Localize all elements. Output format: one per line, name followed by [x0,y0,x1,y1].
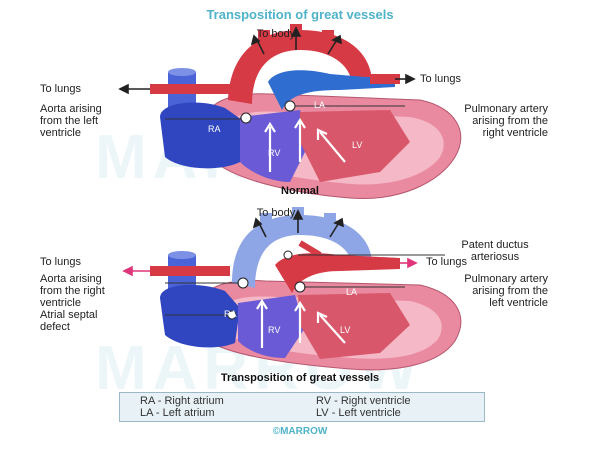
legend-ra: RA - Right atrium [140,395,224,407]
chamber-la-bottom: LA [346,287,358,297]
chamber-rv-bottom: RV [268,325,281,335]
pulmonary-valve [294,281,306,293]
pulmonary-artery-shape [275,253,400,293]
right-ventricle-shape [238,295,305,358]
label-leader-lines [165,105,405,120]
legend-lv: LV - Left ventricle [316,407,401,419]
chamber-rv-top: RV [268,148,281,158]
pulmonary-left-branch [150,266,230,276]
to-lungs-left-label-top: To lungs [40,83,81,95]
tgv-heart-illustration [122,207,462,371]
outflow-arrows [252,209,344,238]
patent-ductus-arteriosus [298,240,322,258]
chamber-ra-top: RA [208,124,221,134]
chamber-ra-bottom: RA [224,309,237,319]
aortic-arch [228,30,372,104]
legend-rv: RV - Right ventricle [316,395,411,407]
asd-label: Atrial septal defect [40,309,98,333]
pulmonary-right-branch [370,258,400,268]
aortic-branch-1 [260,213,272,231]
aortic-valve [237,277,249,289]
pda-label: Patent ductus arteriosus [461,239,529,263]
aortic-branch-3 [324,213,336,231]
tgv-heart-figure: To body To lungs To lungs Patent ductus … [0,203,600,385]
pulmonary-left-branch [150,84,230,94]
chamber-lv-top: LV [352,140,363,150]
to-lungs-left-label-bottom: To lungs [40,256,81,268]
left-ventricle-shape [300,110,410,182]
pulmonary-valve [284,100,296,112]
label-leader-lines [165,254,445,316]
chamber-lv-bottom: LV [340,325,351,335]
aortic-arch-blue [232,215,372,288]
blood-flow-arrows [264,117,346,172]
aortic-valve [240,112,252,124]
pulmonary-artery-shape [268,70,395,110]
blood-flow-arrows [256,298,346,348]
vena-cava-top [168,251,196,259]
left-ventricle-shape [298,293,410,359]
outflow-arrows [118,26,416,95]
vena-cava-top [168,68,196,76]
caption-normal: Normal [281,185,319,197]
abbreviation-legend: RA - Right atrium LA - Left atrium RV - … [119,392,485,422]
pulmonary-label-bottom: Pulmonary artery arising from the left v… [464,273,548,309]
pulmonary-label-top: Pulmonary artery arising from the right … [464,103,548,139]
pulmonary-right-branch [370,74,400,84]
to-lungs-right-label-bottom: To lungs [426,256,467,268]
right-ventricle-shape [240,110,310,182]
normal-heart-illustration [118,24,462,200]
lung-flow-arrows [122,257,418,277]
pda-valve [283,250,293,260]
chamber-la-top: LA [314,100,326,110]
aortic-branch-1 [258,30,270,48]
caption-tgv: Transposition of great vessels [220,372,380,384]
footer-brand: ©MARROW [272,426,328,437]
normal-heart-figure: To body To lungs To lungs Aorta arising … [0,22,600,202]
aorta-label-bottom: Aorta arising from the right ventricle [40,273,105,309]
page-title: Transposition of great vessels [206,7,394,22]
to-body-label-top: To body [256,28,296,40]
aortic-branch-3 [322,30,334,48]
right-atrium-shape [160,284,240,348]
to-lungs-right-label-top: To lungs [420,73,461,85]
aorta-label-top: Aorta arising from the left ventricle [40,103,102,139]
legend-la: LA - Left atrium [140,407,215,419]
to-body-label-bottom: To body [256,207,296,219]
